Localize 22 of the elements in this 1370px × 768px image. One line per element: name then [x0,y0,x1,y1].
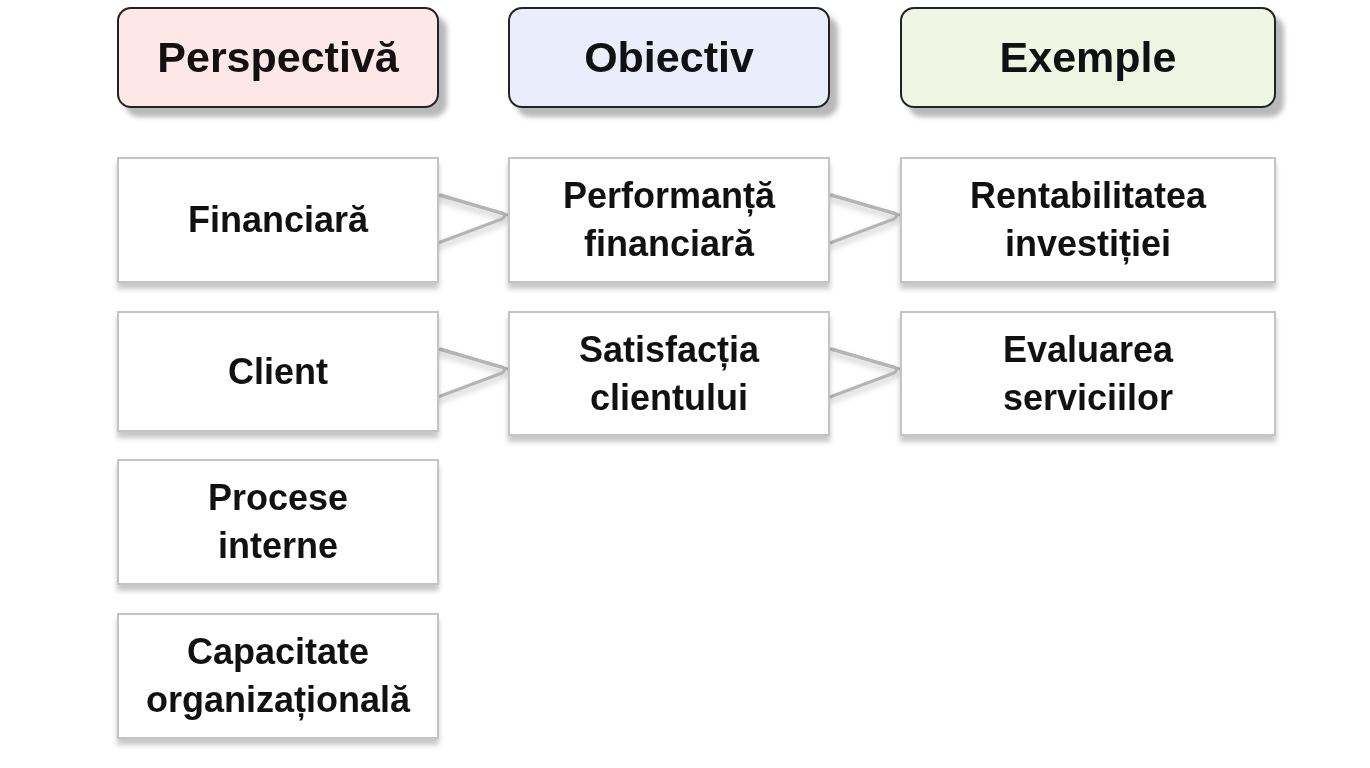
column-header-box [508,7,830,108]
process-box [117,157,439,283]
process-box [900,311,1276,436]
process-box [117,459,439,585]
column-heading: Obiectiv [584,31,754,83]
process-box [117,613,439,739]
box-label: Capacitate organizațională [144,630,412,723]
process-box [117,311,439,432]
column-header-box [117,7,439,108]
process-box [900,157,1276,283]
box-label: Client [228,349,328,394]
column-heading: Perspectivă [157,31,399,83]
box-label: Procese interne [206,476,350,568]
column-heading: Exemple [999,31,1177,83]
box-label: Evaluarea serviciilor [1001,327,1175,420]
process-box [508,311,830,436]
box-label: Rentabilitatea investiției [968,174,1208,267]
box-label: Performanță financiară [561,174,777,266]
box-label: Satisfacția clientului [577,327,761,420]
box-label: Financiară [187,198,369,243]
process-box [508,157,830,283]
column-header-box [900,7,1276,108]
